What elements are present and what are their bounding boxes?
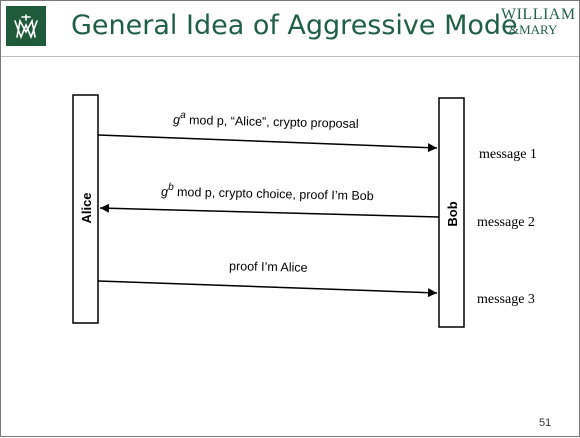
- slide-title: General Idea of Aggressive Mode: [71, 10, 518, 41]
- message-2-text: gb mod p, crypto choice, proof I’m Bob: [161, 182, 374, 203]
- message-1-label: message 1: [479, 147, 537, 162]
- william-and-mary-wordmark: WILLIAM &MARY: [501, 6, 577, 37]
- message-3-label: message 3: [477, 292, 535, 307]
- alice-lifeline: [72, 94, 99, 324]
- message-2-label: message 2: [477, 215, 535, 230]
- page-number: 51: [539, 417, 552, 429]
- alice-label: Alice: [79, 192, 94, 223]
- cypher-monogram-icon: [14, 14, 38, 40]
- message-2-arrow: [99, 203, 440, 218]
- message-3-arrow: [97, 280, 438, 298]
- wordmark-william: WILLIAM: [501, 6, 576, 23]
- message-3-text: proof I’m Alice: [229, 259, 308, 275]
- bob-label: Bob: [445, 201, 460, 226]
- bob-lifeline: [438, 97, 465, 328]
- message-1-arrow: [97, 134, 438, 153]
- header-divider: [1, 56, 579, 57]
- william-and-mary-cypher-logo: [6, 6, 46, 46]
- wordmark-mary: &MARY: [509, 22, 558, 37]
- slide-header: General Idea of Aggressive Mode WILLIAM …: [1, 1, 579, 53]
- message-1-text: ga mod p, “Alice”, crypto proposal: [173, 110, 359, 131]
